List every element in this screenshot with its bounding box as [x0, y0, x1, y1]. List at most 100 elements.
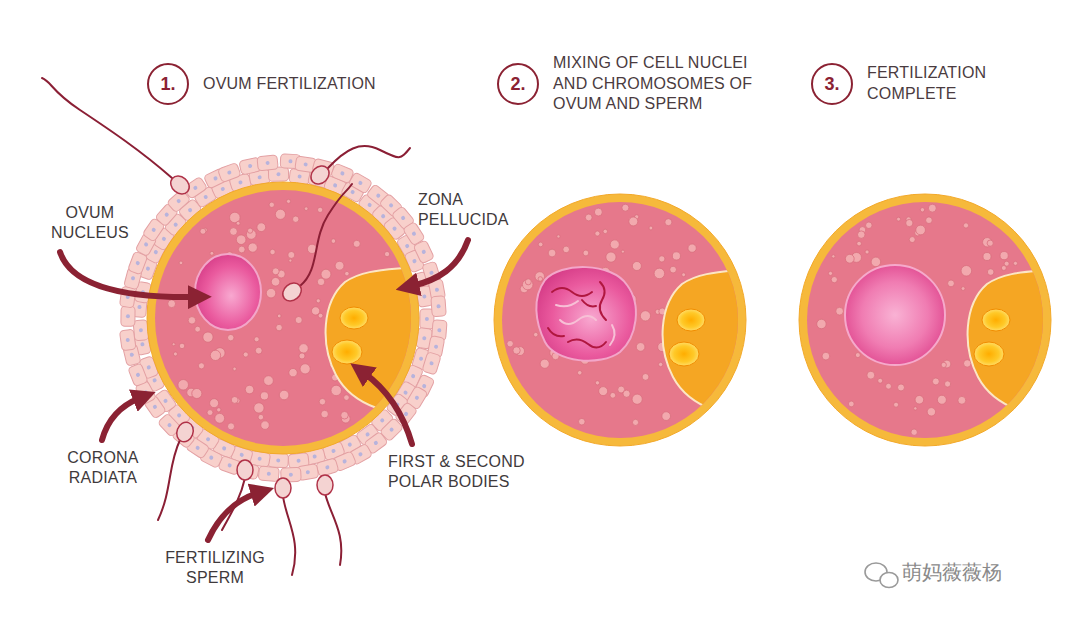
step-heading: FERTILIZATION COMPLETE [867, 63, 1007, 105]
cytoplasm-granule [557, 235, 560, 238]
cytoplasm-granule [279, 390, 289, 400]
corona-cell-nucleus [421, 249, 426, 254]
corona-cell-nucleus [437, 328, 441, 332]
cytoplasm-granule [257, 223, 266, 232]
cytoplasm-granule [915, 395, 924, 404]
cytoplasm-granule [217, 408, 221, 412]
callout-arrow [102, 398, 140, 440]
cytoplasm-granule [288, 251, 295, 258]
cytoplasm-granule [238, 246, 245, 253]
cytoplasm-granule [658, 362, 662, 366]
corona-cell-body [258, 466, 279, 482]
cytoplasm-granule [331, 239, 336, 244]
corona-cell [133, 320, 149, 341]
corona-cell-nucleus [429, 361, 434, 366]
chromosome [560, 316, 596, 324]
corona-cell-nucleus [297, 174, 301, 178]
cytoplasm-granule [665, 219, 672, 226]
cytoplasm-granule [254, 403, 264, 413]
corona-cell-nucleus [333, 183, 338, 188]
corona-cell [431, 296, 446, 317]
polar-region [968, 264, 1080, 416]
cytoplasm-granule [865, 250, 869, 254]
cytoplasm-granule [672, 252, 680, 260]
corona-cell-nucleus [422, 294, 427, 299]
corona-cell [119, 329, 136, 351]
corona-cell [316, 458, 339, 477]
cytoplasm-granule [585, 214, 592, 221]
corona-cell [413, 240, 434, 264]
step-circle: 3. [811, 63, 853, 105]
cytoplasm-granule [649, 226, 653, 230]
cytoplasm-granule [944, 381, 950, 387]
corona-cell [218, 163, 242, 183]
cytoplasm-granule [210, 251, 214, 255]
chromosome [568, 339, 606, 347]
sperm-head [174, 420, 196, 444]
cytoplasm-granule [911, 429, 917, 435]
cytoplasm-granule [927, 408, 935, 416]
corona-cell-nucleus [126, 314, 130, 318]
cytoplasm-granule [207, 410, 213, 416]
cytoplasm-granule [318, 313, 323, 318]
cytoplasm-granule [832, 255, 835, 258]
corona-cell-nucleus [135, 260, 140, 265]
cytoplasm-granule [270, 249, 275, 254]
corona-cell-nucleus [410, 374, 415, 379]
corona-cell-nucleus [173, 222, 179, 228]
step-circle: 1. [147, 63, 189, 105]
polar-region [663, 264, 777, 416]
cytoplasm-granule [623, 390, 630, 397]
part-label: FERTILIZING SPERM [160, 548, 270, 588]
cytoplasm-granule [317, 278, 325, 286]
cytoplasm-granule [941, 362, 946, 367]
cytoplasm-granule [233, 367, 237, 371]
cytoplasm-granule [688, 244, 696, 252]
cytoplasm-granule [534, 332, 539, 337]
corona-cell-nucleus [161, 236, 167, 242]
cytoplasm-granule [317, 207, 322, 212]
cytoplasm-granule [228, 334, 234, 340]
corona-cell-nucleus [342, 459, 347, 464]
cytoplasm-granule [227, 423, 234, 430]
cytoplasm-granule [822, 352, 830, 360]
cytoplasm-granule [583, 250, 589, 256]
cytoplasm-granule [286, 199, 290, 203]
cytoplasm-granule [920, 208, 924, 212]
corona-cell-nucleus [140, 342, 145, 347]
chromosome [556, 301, 578, 306]
cytoplasm-granule [345, 271, 350, 276]
cytoplasm-granule [255, 347, 262, 354]
corona-cell-nucleus [238, 180, 243, 185]
step-number: 2. [510, 75, 525, 93]
cytoplasm-granule [858, 231, 865, 238]
corona-cell-nucleus [422, 383, 427, 388]
cytoplasm-granule [961, 265, 972, 276]
corona-cell-nucleus [267, 472, 271, 476]
cytoplasm-granule [316, 299, 320, 303]
cytoplasm-granule [344, 395, 350, 401]
corona-cell-body [257, 155, 278, 171]
cytoplasm-granule [855, 353, 860, 358]
cytoplasm-granule [289, 259, 292, 262]
cytoplasm-granule [595, 381, 599, 385]
sperm-head [275, 478, 291, 498]
corona-cell-nucleus [422, 336, 427, 341]
zygote-nucleus [845, 265, 945, 365]
corona-cell-nucleus [380, 213, 386, 219]
callout-arrow [412, 240, 468, 286]
corona-cell-nucleus [306, 470, 311, 475]
cytoplasm-granule [277, 314, 281, 318]
ovum-nucleus [195, 254, 261, 330]
corona-cell-nucleus [434, 344, 439, 349]
corona-cell-nucleus [312, 454, 317, 459]
corona-cell-nucleus [131, 276, 136, 281]
corona-cell-body [431, 296, 446, 317]
callout-arrows [60, 240, 468, 540]
cytoplasm-granule [540, 359, 549, 368]
chromosome [600, 282, 606, 320]
cytoplasm-granule [293, 216, 299, 222]
corona-cell-body [422, 352, 441, 375]
cytoplasm-granule [198, 363, 204, 369]
cytoplasm-granule [897, 384, 904, 391]
